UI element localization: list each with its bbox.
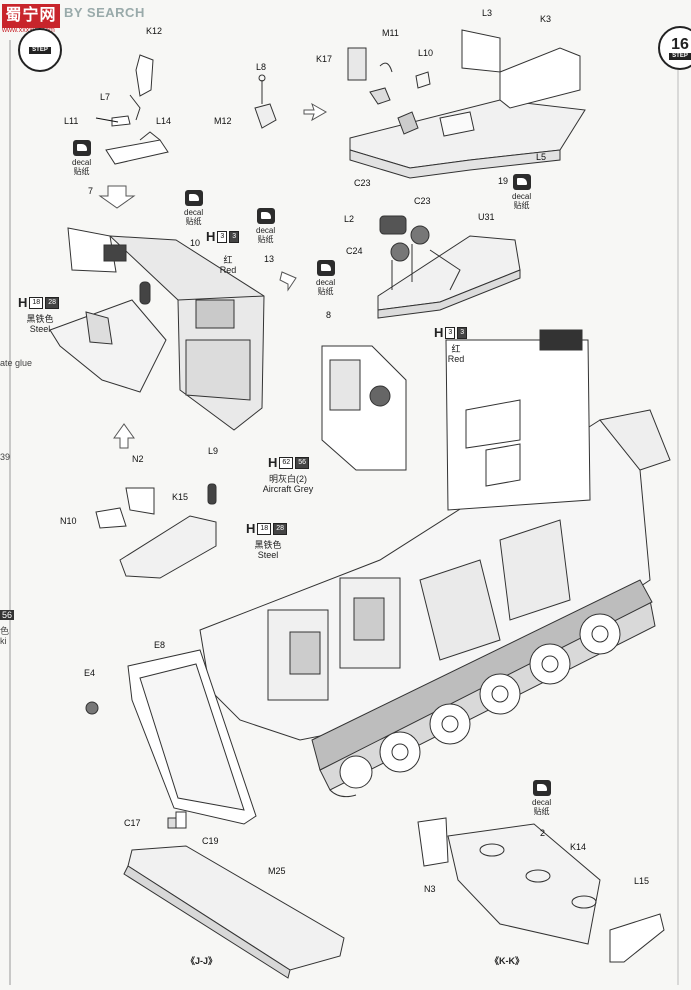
arrow-right-2	[279, 271, 297, 292]
part-label: U31	[478, 212, 495, 222]
paint-name: 明灰白(2) Aircraft Grey	[262, 474, 314, 494]
steering-column-subassembly	[95, 54, 169, 165]
decal-icon	[532, 780, 551, 796]
pedal-subassembly	[254, 74, 277, 129]
clipped-text: 39	[0, 452, 11, 462]
logo-search-text: BY SEARCH	[64, 5, 145, 20]
part-label: L8	[256, 62, 267, 72]
part-label: N3	[424, 884, 436, 894]
part-label: C17	[124, 818, 141, 828]
logo-mark: 蜀宁网	[2, 4, 60, 28]
paint-name: 黑铁色 Steel	[254, 540, 282, 560]
upper-floor-assembly	[347, 29, 586, 179]
arrow-up	[113, 423, 135, 449]
part-label: E8	[154, 640, 166, 650]
part-label: 7	[88, 186, 94, 196]
view-label-jj: 《J-J》	[186, 956, 218, 966]
hull-assembly	[199, 329, 671, 798]
part-label: 19	[498, 176, 509, 186]
part-label: L11	[64, 116, 79, 126]
decal-callout: decal 贴纸	[184, 190, 203, 226]
part-label: L9	[208, 446, 219, 456]
part-label: N10	[60, 516, 77, 526]
part-label: K14	[570, 842, 587, 852]
arrow-down	[98, 185, 136, 209]
paint-code-grey: H 62 56	[268, 456, 309, 469]
part-label: M11	[382, 28, 399, 38]
part-label: L2	[344, 214, 355, 224]
clipped-text: 色	[0, 626, 10, 636]
seat-base-assembly	[95, 483, 217, 579]
part-label: K3	[540, 14, 552, 24]
part-label: N2	[132, 454, 144, 464]
paint-code-steel: H 18 28	[246, 522, 287, 535]
paint-name: 红 Red	[447, 344, 465, 364]
part-label: L7	[100, 92, 111, 102]
part-label: L5	[536, 152, 547, 162]
cabin-wall-assembly	[49, 227, 265, 431]
clipped-text: ate glue	[0, 358, 33, 368]
part-label: 2	[540, 828, 546, 838]
step-badge-right: 16 STEP	[658, 26, 691, 70]
part-label: K15	[172, 492, 189, 502]
decal-icon	[316, 260, 335, 276]
step-word: STEP	[669, 52, 691, 60]
side-plate-kk	[417, 817, 665, 963]
decal-icon	[184, 190, 203, 206]
site-logo[interactable]: 蜀宁网 BY SEARCH	[2, 4, 145, 28]
part-label: L10	[418, 48, 434, 58]
part-label: L15	[634, 876, 650, 886]
part-label: 10	[190, 238, 201, 248]
part-label: C24	[346, 246, 363, 256]
decal-icon	[256, 208, 275, 224]
paint-code-steel: H 18 28	[18, 296, 59, 309]
decal-icon	[72, 140, 91, 156]
paint-code-red: H 3 3	[434, 326, 468, 339]
part-label: L3	[482, 8, 493, 18]
decal-callout: decal 贴纸	[256, 208, 275, 244]
arrow-right	[303, 102, 328, 122]
middle-floor-assembly	[377, 215, 521, 319]
part-label: M12	[214, 116, 232, 126]
part-label: C23	[354, 178, 371, 188]
part-label: L14	[156, 116, 172, 126]
decal-callout: decal 贴纸	[72, 140, 91, 176]
clipped-text: 56	[0, 610, 15, 620]
decal-callout: decal 贴纸	[316, 260, 335, 296]
part-label: C23	[414, 196, 431, 206]
step-badge-left: STEP	[18, 28, 62, 72]
paint-code-red: H 3 3	[206, 230, 240, 243]
part-label: E4	[84, 668, 96, 678]
part-label: C19	[202, 836, 219, 846]
step-number: 16	[671, 35, 689, 53]
part-label: 8	[326, 310, 332, 320]
part-label: 13	[264, 254, 275, 264]
clipped-text: ki	[0, 636, 7, 646]
step-word: STEP	[29, 46, 51, 54]
floor-plate-jj	[123, 811, 345, 979]
decal-callout: decal 贴纸	[532, 780, 551, 816]
view-label-kk: 《K-K》	[490, 956, 524, 966]
part-label: M25	[268, 866, 286, 876]
part-label: K17	[316, 54, 333, 64]
decal-callout: decal 贴纸	[512, 174, 531, 210]
paint-name: 黑铁色 Steel	[26, 314, 54, 334]
part-label: K12	[146, 26, 163, 36]
rear-door-frame	[85, 649, 257, 825]
paint-name: 红 Red	[219, 255, 237, 275]
decal-icon	[512, 174, 531, 190]
